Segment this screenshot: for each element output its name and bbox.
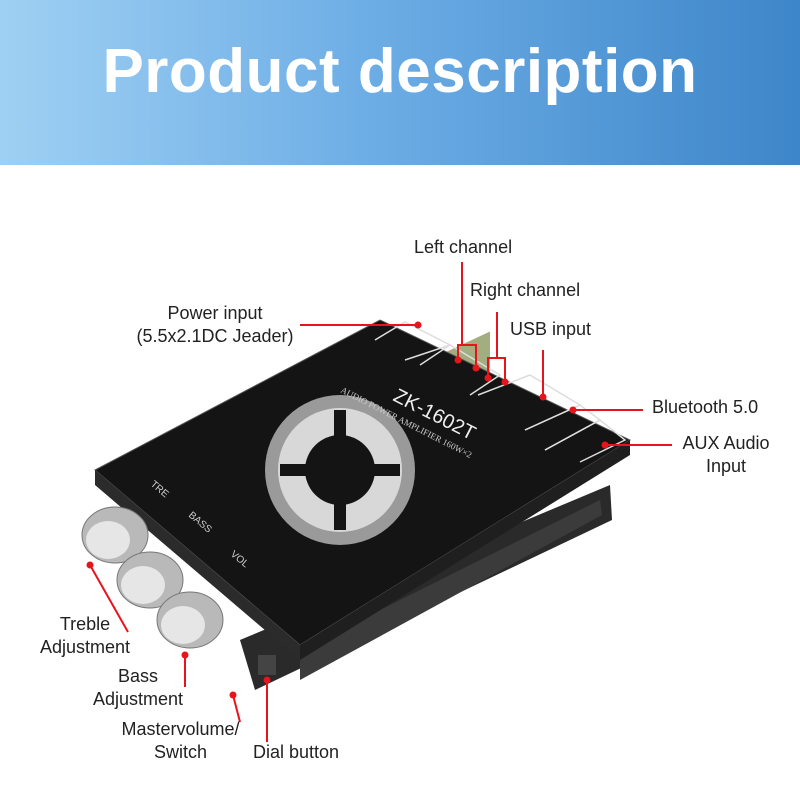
aux-input-label: AUX Audio Input <box>676 432 776 478</box>
dial-button[interactable] <box>258 655 276 675</box>
fan-grille <box>265 395 415 545</box>
left-channel-label: Left channel <box>414 237 513 257</box>
header-banner: Product description <box>0 0 800 165</box>
aux-text-1: AUX Audio <box>682 433 770 453</box>
dial-button-label: Dial button <box>253 742 340 762</box>
board-right <box>300 440 630 660</box>
board-front <box>95 470 300 660</box>
callout-dots <box>86 321 609 699</box>
master-text-1: Mastervolume/ <box>121 719 240 739</box>
pcb-side <box>300 500 602 680</box>
bass-text-2: Adjustment <box>92 689 184 709</box>
treble-label: Treble Adjustment <box>35 613 135 659</box>
treble-text-2: Adjustment <box>39 637 131 657</box>
bass-label: Bass Adjustment <box>88 665 188 711</box>
bass-text-1: Bass <box>117 666 159 686</box>
master-text-2: Switch <box>153 742 207 762</box>
master-volume-label: Mastervolume/ Switch <box>118 718 243 764</box>
bluetooth-label: Bluetooth 5.0 <box>652 397 759 417</box>
volume-knob[interactable] <box>156 591 224 649</box>
right-channel-label: Right channel <box>470 280 581 300</box>
aux-text-2: Input <box>705 456 747 476</box>
usb-input-label: USB input <box>510 319 592 339</box>
treble-text-1: Treble <box>59 614 111 634</box>
treble-knob[interactable] <box>81 506 149 564</box>
page-title: Product description <box>102 37 698 106</box>
power-input-subtext: (5.5x2.1DC Jeader) <box>136 326 294 346</box>
power-input-label: Power input (5.5x2.1DC Jeader) <box>130 302 300 348</box>
bass-knob[interactable] <box>116 551 184 609</box>
power-input-text: Power input <box>167 303 263 323</box>
callout-lines <box>89 262 672 742</box>
